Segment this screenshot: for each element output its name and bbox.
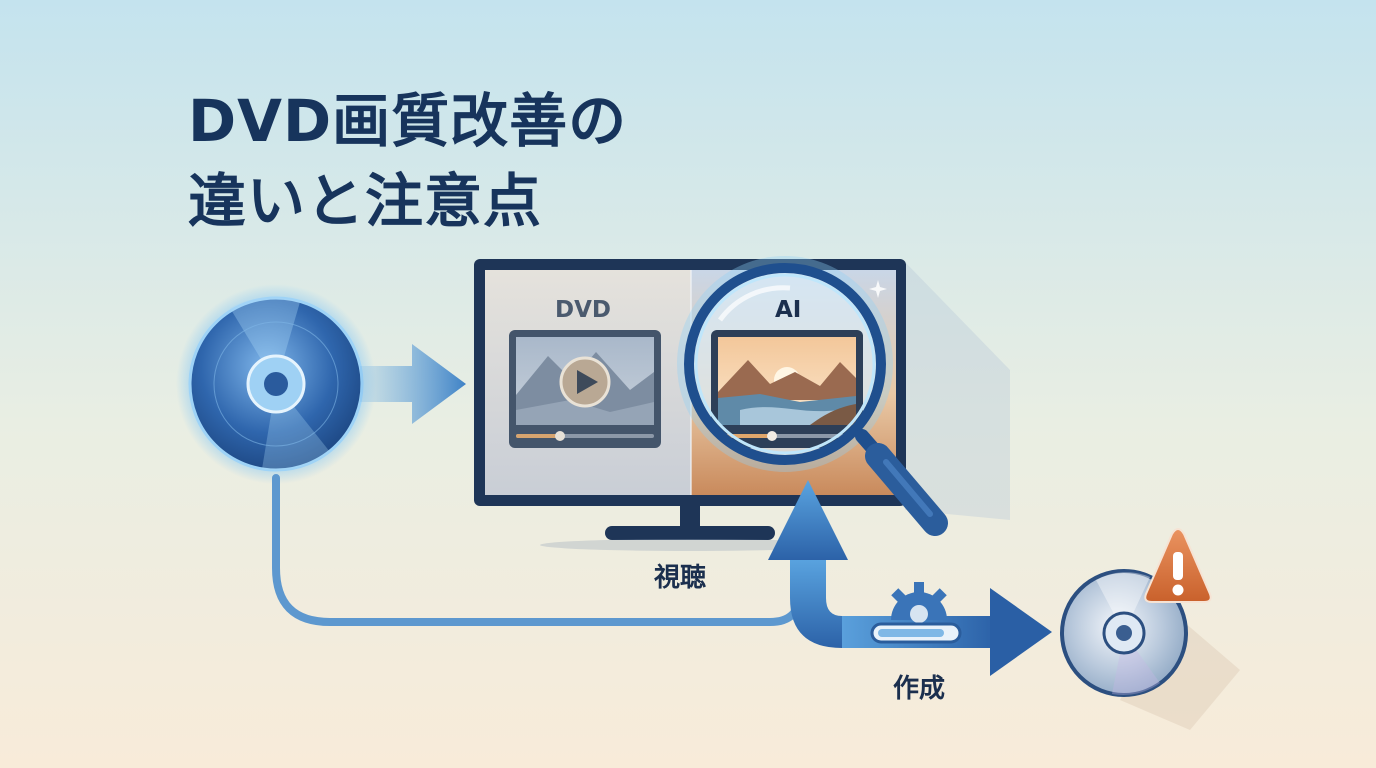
ai-video-player [693,272,877,456]
source-disc-icon [176,284,376,484]
title-line-1: DVD画質改善の [188,87,628,155]
create-label: 作成 [893,674,946,704]
magnifier-icon [684,263,948,536]
title-line-2: 違いと注意点 [188,167,543,235]
sparkle-icon [869,280,887,298]
monitor-shadow [905,262,1010,520]
disc-to-monitor-arrow [360,344,466,424]
progress-bar [870,622,962,644]
watch-label: 視聴 [654,563,707,593]
warning-icon [1144,528,1212,603]
gear-icon [891,582,947,623]
dvd-video-player [509,330,661,448]
dvd-label: DVD [555,297,611,323]
disc-shadow [1120,610,1240,730]
ai-label: AI [775,297,802,323]
